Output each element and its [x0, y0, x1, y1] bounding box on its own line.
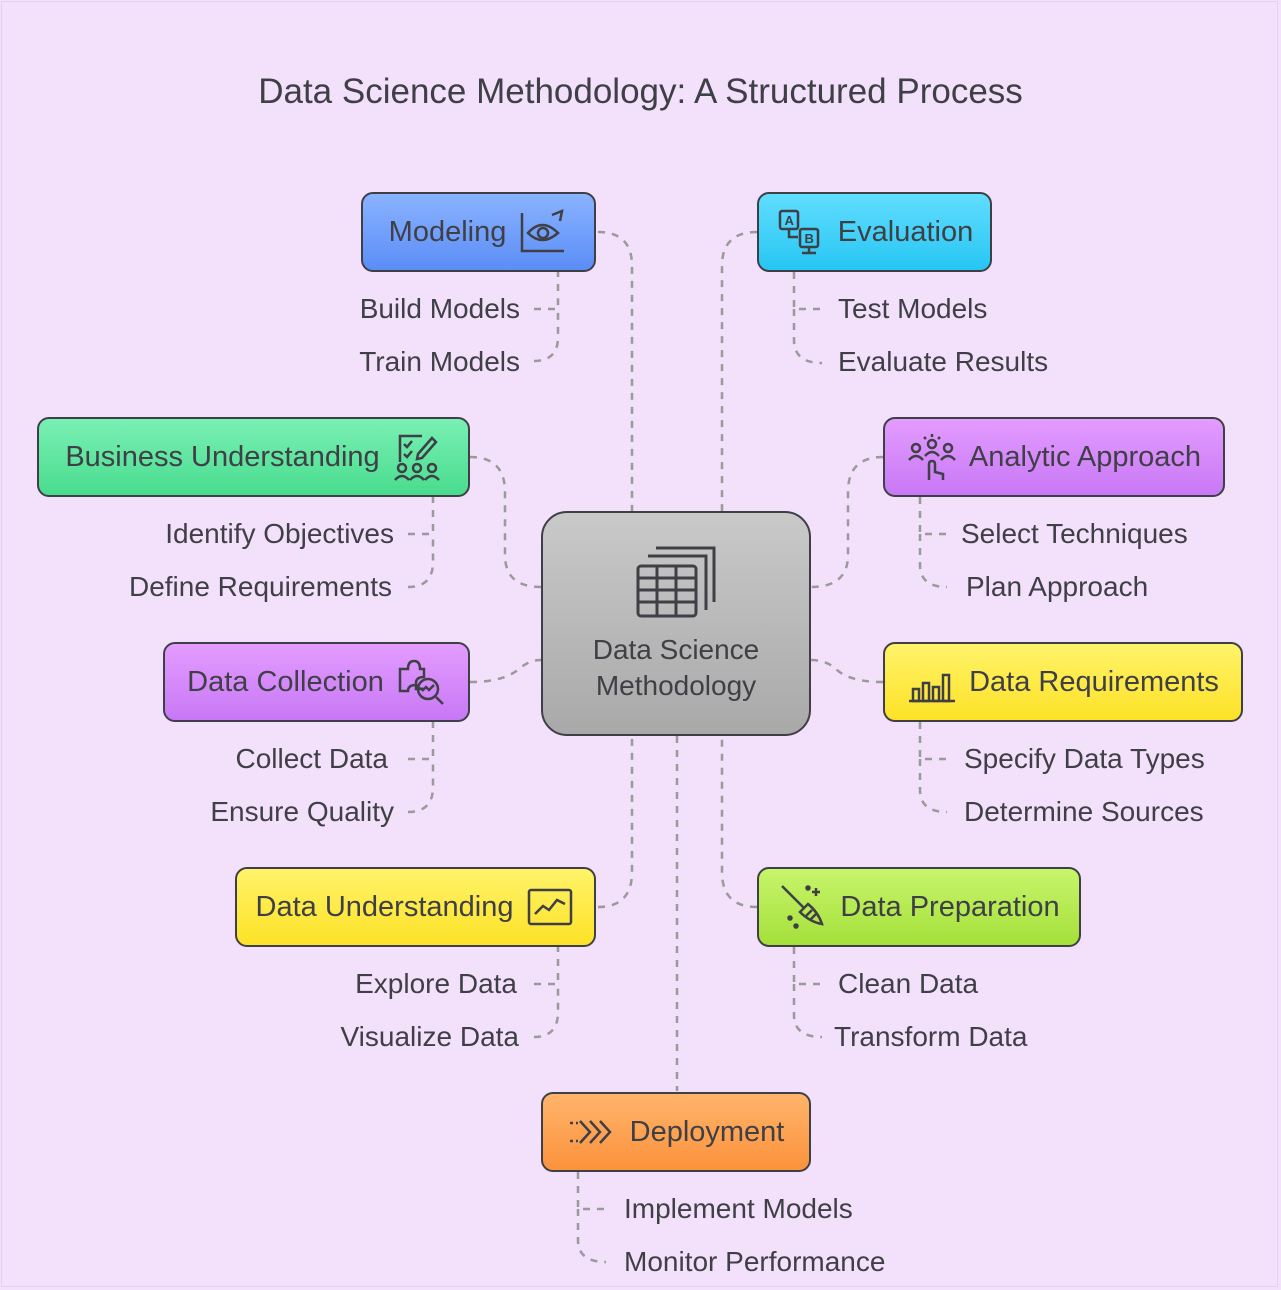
- analytic-item: Select Techniques: [961, 518, 1188, 549]
- node-analytic-approach: Analytic Approach: [883, 417, 1225, 497]
- center-label-line1: Data Science: [592, 633, 760, 665]
- node-analytic-label: Analytic Approach: [968, 440, 1202, 473]
- business-item: Define Requirements: [128, 571, 392, 602]
- checklist-team-icon: [392, 432, 442, 482]
- node-preparation-label: Data Preparation: [840, 890, 1060, 923]
- modeling-item: Train Models: [359, 346, 520, 377]
- connector-requirements: [810, 658, 884, 684]
- connector-business-requirements: [407, 534, 435, 589]
- connector-understanding-visualize: [533, 984, 560, 1039]
- understanding-item: Explore Data: [355, 968, 517, 999]
- node-business-understanding: Business Understanding: [37, 417, 470, 497]
- understanding-item: Visualize Data: [340, 1021, 519, 1052]
- svg-text:B: B: [804, 231, 813, 246]
- team-hand-icon: [907, 432, 957, 482]
- connector-analytic-plan: [918, 534, 948, 589]
- evaluation-item: Test Models: [838, 293, 988, 324]
- evaluation-item: Evaluate Results: [838, 346, 1049, 377]
- node-data-collection: Data Collection: [163, 642, 470, 722]
- connector-preparation-transform: [792, 984, 823, 1039]
- connector-modeling-build: [534, 272, 560, 311]
- center-node: Data Science Methodology: [541, 511, 811, 736]
- node-deployment: Deployment: [541, 1092, 811, 1172]
- deployment-item: Monitor Performance: [624, 1246, 886, 1277]
- broom-icon: [778, 882, 828, 932]
- connector-business-objectives: [408, 497, 435, 536]
- table-stack-icon: [634, 544, 718, 632]
- connector-understanding-explore: [534, 947, 560, 986]
- connector-understanding: [597, 736, 634, 909]
- diagram-title: Data Science Methodology: A Structured P…: [258, 72, 1023, 111]
- node-business-label: Business Understanding: [65, 440, 380, 473]
- connector-requirements-sources: [918, 759, 948, 814]
- analytic-item: Plan Approach: [966, 571, 1149, 602]
- connector-modeling-train: [533, 309, 560, 363]
- connector-evaluation: [720, 230, 758, 511]
- connector-modeling: [597, 230, 634, 511]
- puzzle-search-icon: [396, 657, 446, 707]
- connector-collection: [469, 658, 542, 684]
- connector-analytic-techniques: [918, 497, 947, 536]
- modeling-item: Build Models: [359, 293, 520, 324]
- eye-chart-icon: [518, 207, 568, 257]
- preparation-item: Transform Data: [834, 1021, 1028, 1052]
- preparation-item: Clean Data: [838, 968, 979, 999]
- node-data-requirements: Data Requirements: [883, 642, 1243, 722]
- connector-preparation-clean: [792, 947, 822, 986]
- node-collection-label: Data Collection: [187, 665, 384, 698]
- requirements-item: Specify Data Types: [964, 743, 1205, 774]
- deployment-item: Implement Models: [624, 1193, 853, 1224]
- node-data-understanding: Data Understanding: [235, 867, 596, 947]
- connector-deployment-monitor: [576, 1209, 607, 1264]
- node-requirements-label: Data Requirements: [969, 665, 1219, 698]
- connector-preparation: [720, 736, 758, 909]
- center-label-line2: Methodology: [595, 669, 757, 701]
- connector-business: [469, 455, 542, 589]
- bar-chart-icon: [907, 657, 957, 707]
- ab-test-icon: A B: [776, 207, 826, 257]
- connector-evaluation-test: [792, 272, 822, 311]
- node-deployment-label: Deployment: [629, 1115, 785, 1148]
- connector-analytic: [810, 455, 884, 589]
- node-modeling-label: Modeling: [388, 215, 507, 248]
- collection-item: Ensure Quality: [210, 796, 394, 827]
- business-item: Identify Objectives: [165, 518, 394, 549]
- connector-evaluation-results: [792, 309, 823, 365]
- connector-collection-quality: [407, 759, 435, 814]
- chevrons-icon: [568, 1107, 618, 1157]
- connector-collection-collect: [408, 722, 435, 761]
- connector-deployment-implement: [576, 1172, 606, 1211]
- line-chart-icon: [525, 882, 575, 932]
- node-evaluation-label: Evaluation: [837, 215, 974, 248]
- collection-item: Collect Data: [235, 743, 388, 774]
- node-evaluation: A B Evaluation: [757, 192, 992, 272]
- node-modeling: Modeling: [361, 192, 596, 272]
- node-data-preparation: Data Preparation: [757, 867, 1081, 947]
- requirements-item: Determine Sources: [964, 796, 1204, 827]
- connector-requirements-types: [918, 722, 947, 761]
- svg-text:A: A: [784, 213, 794, 228]
- node-understanding-label: Data Understanding: [255, 890, 514, 923]
